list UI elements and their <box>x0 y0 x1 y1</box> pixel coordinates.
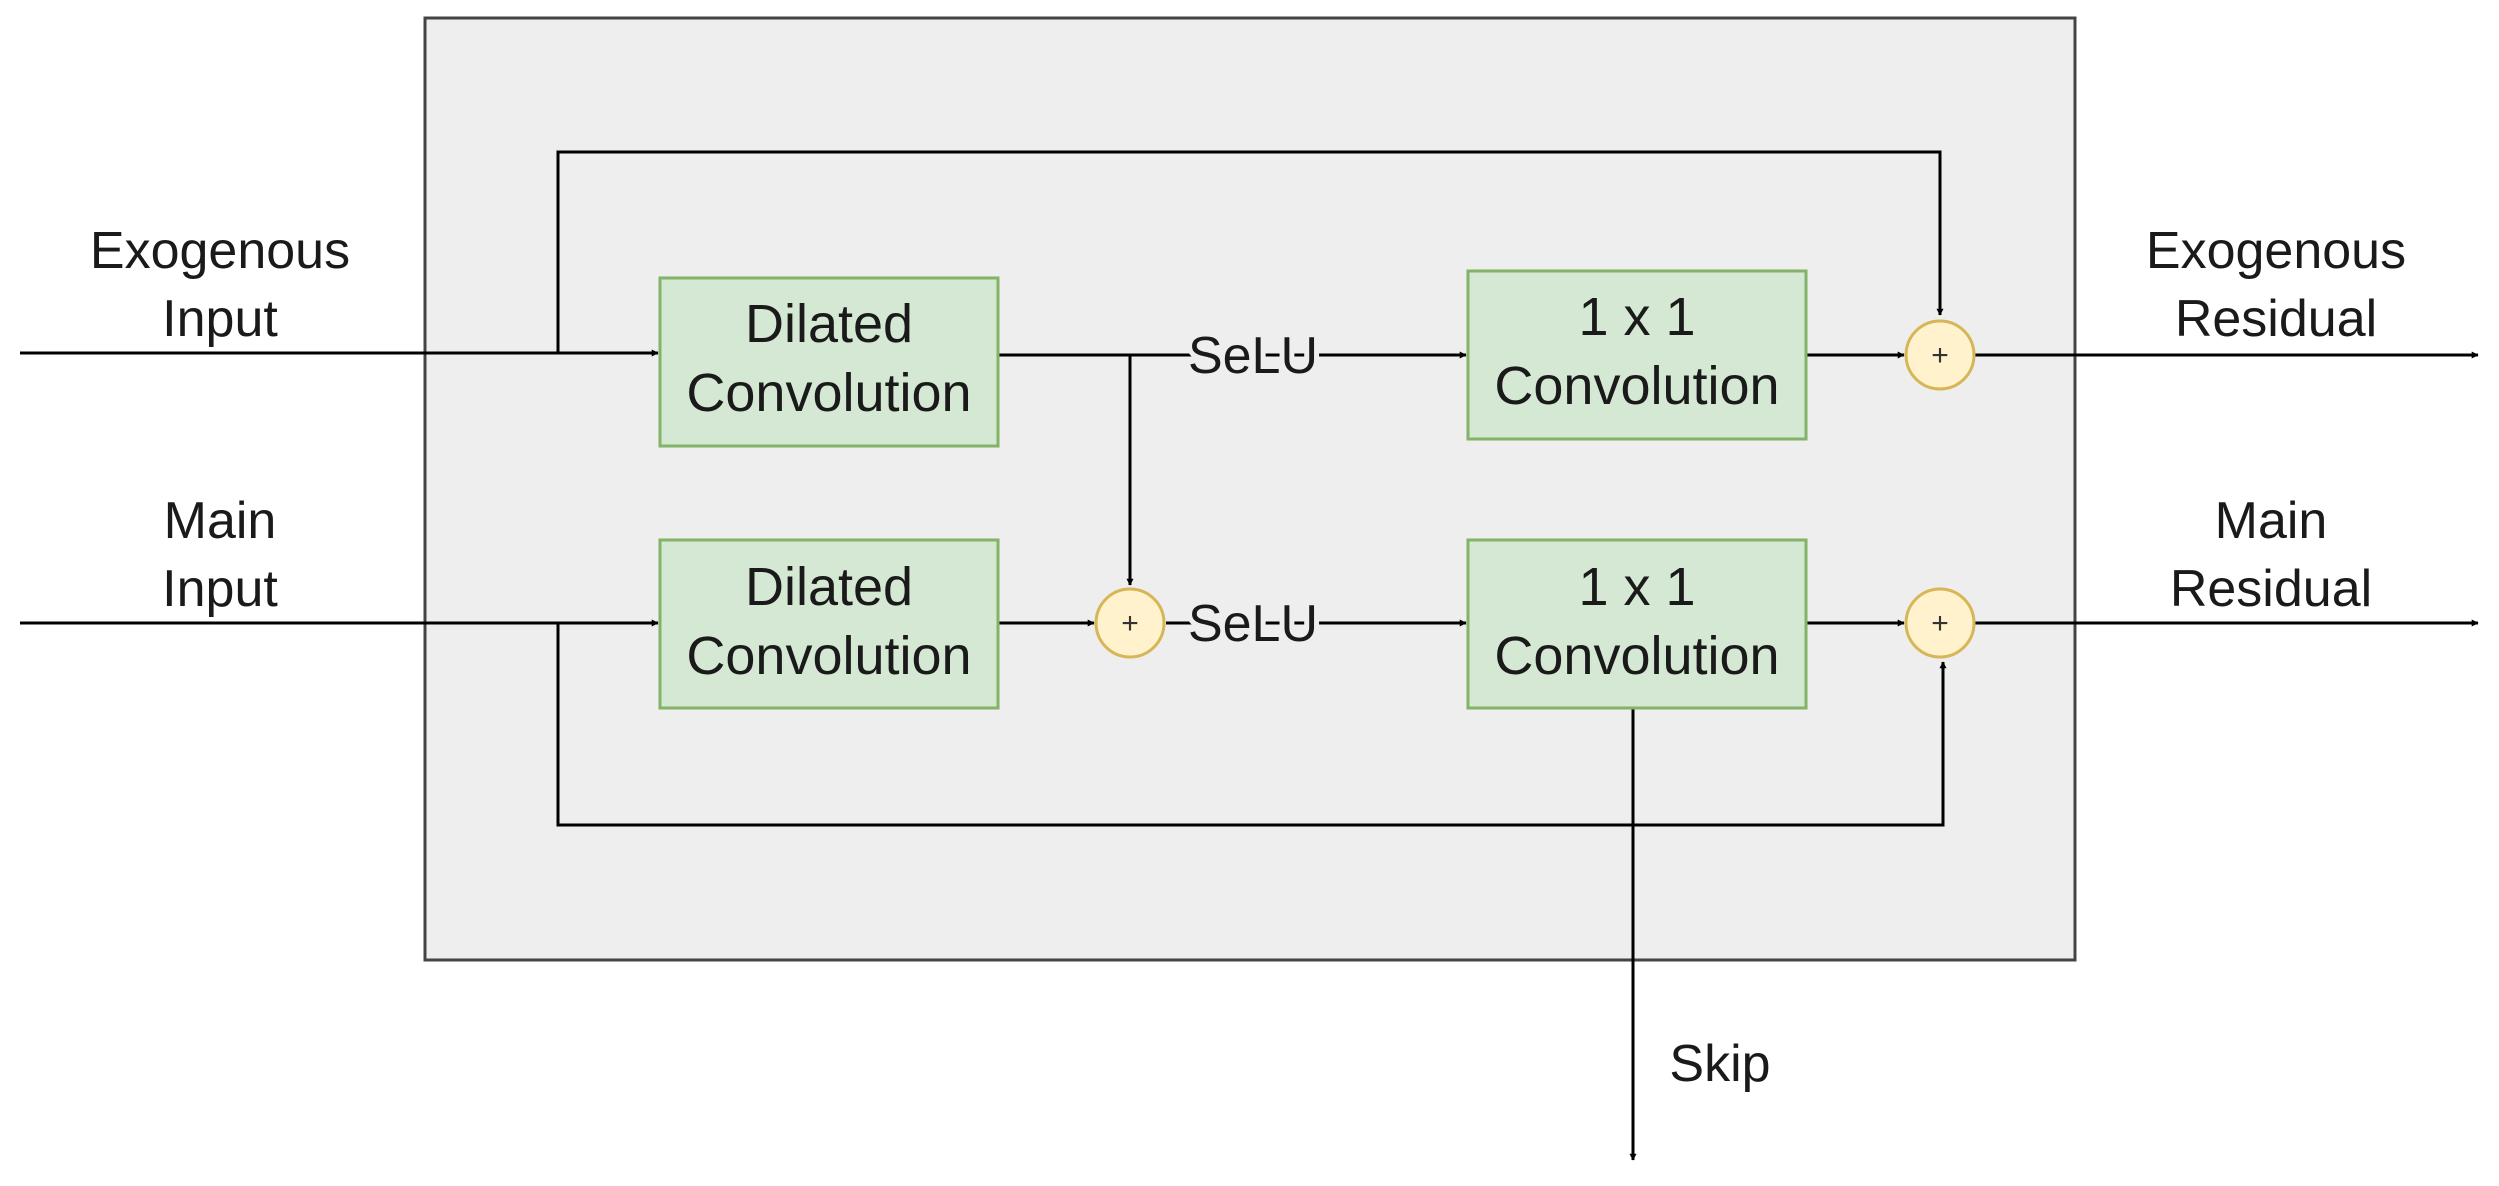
edge-exogenous-skip-loop <box>556 150 1944 353</box>
label-line: Main <box>164 492 277 550</box>
box-label-line: Convolution <box>686 626 971 686</box>
label-line: Input <box>162 290 278 348</box>
plus-icon: + <box>1931 339 1949 372</box>
selu-label-top: SeLU <box>1188 327 1318 385</box>
plus-icon: + <box>1931 607 1949 640</box>
dilated-convolution-bottom: Dilated Convolution <box>658 538 1000 710</box>
label-line: Main <box>2215 492 2328 550</box>
adder-middle: + <box>1094 587 1166 659</box>
label-line: Residual <box>2170 560 2372 618</box>
exogenous-input-label: Exogenous Input <box>90 222 350 348</box>
label-line: Exogenous <box>2146 222 2406 280</box>
box-label-line: Convolution <box>1494 356 1779 416</box>
box-label-line: Dilated <box>745 557 913 617</box>
box-label-line: 1 x 1 <box>1578 287 1695 347</box>
skip-label: Skip <box>1669 1035 1770 1093</box>
edge-main-skip-loop <box>556 623 1947 827</box>
label-line: Exogenous <box>90 222 350 280</box>
box-label-line: Convolution <box>686 363 971 423</box>
label-line: Input <box>162 560 278 618</box>
adder-exogenous: + <box>1904 319 1976 391</box>
label-line: Residual <box>2175 290 2377 348</box>
dilated-convolution-top: Dilated Convolution <box>658 276 1000 448</box>
exogenous-residual-label: Exogenous Residual <box>2146 222 2406 348</box>
conv-1x1-bottom: 1 x 1 Convolution <box>1466 538 1808 710</box>
box-label-line: Dilated <box>745 294 913 354</box>
residual-block-frame <box>423 16 2077 962</box>
conv-1x1-top: 1 x 1 Convolution <box>1466 269 1808 441</box>
main-residual-label: Main Residual <box>2170 492 2372 618</box>
box-label-line: 1 x 1 <box>1578 557 1695 617</box>
box-label-line: Convolution <box>1494 626 1779 686</box>
adder-main: + <box>1904 587 1976 659</box>
plus-icon: + <box>1121 607 1139 640</box>
main-input-label: Main Input <box>162 492 278 618</box>
selu-label-bottom: SeLU <box>1188 595 1318 653</box>
